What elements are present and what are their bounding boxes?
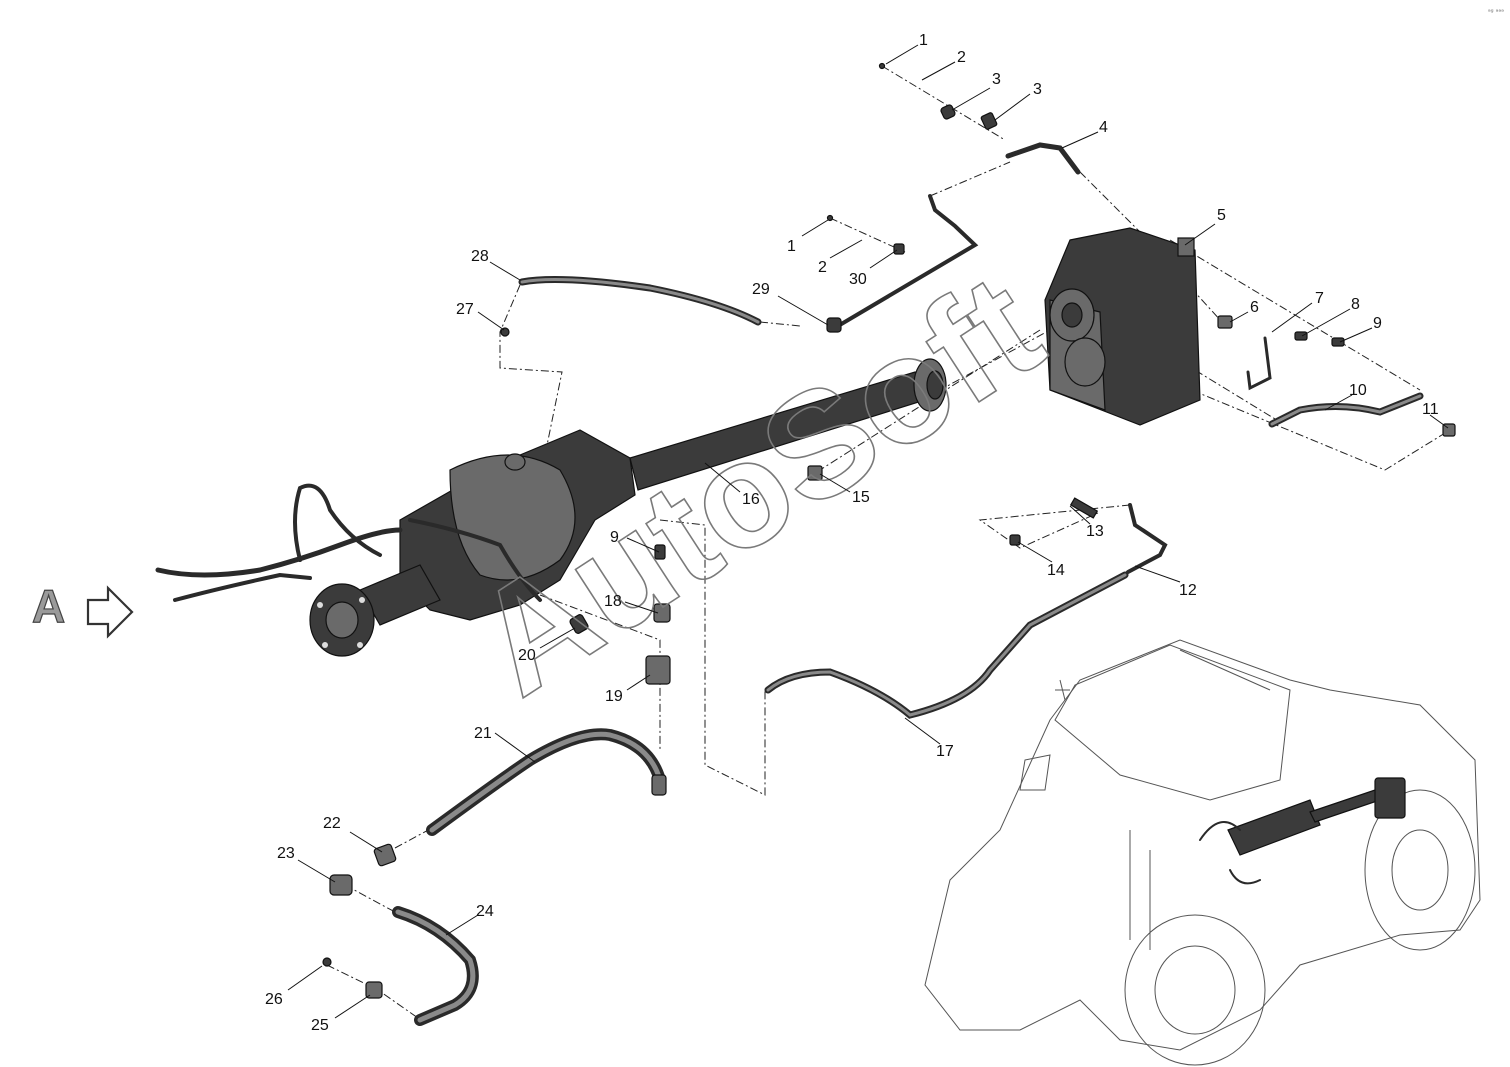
- callout-30: 30: [849, 271, 867, 288]
- hoses: [155, 142, 1424, 1026]
- view-a-marker: A: [31, 579, 134, 639]
- callout-14: 14: [1047, 562, 1065, 579]
- callout-26: 26: [265, 991, 283, 1008]
- tractor-location-inset: [924, 639, 1481, 1066]
- fittings: [322, 62, 1456, 999]
- callout-23: 23: [277, 845, 295, 862]
- transfer-gearbox: [1044, 227, 1201, 426]
- callout-10: 10: [1349, 382, 1367, 399]
- callout-1-top: 1: [919, 32, 928, 49]
- corner-mark: ᵃᵍ ᵃᵃᵃ: [1488, 8, 1504, 16]
- callout-19: 19: [605, 688, 623, 705]
- callout-2-top: 2: [957, 49, 966, 66]
- callout-8: 8: [1351, 296, 1360, 313]
- callout-labels: 1 2 3 3 4 5 6 7 8 9 10 11 12 13 14 15 16…: [265, 32, 1439, 1034]
- callout-3-left: 3: [992, 71, 1001, 88]
- callout-20: 20: [518, 647, 536, 664]
- callout-22: 22: [323, 815, 341, 832]
- view-a-label: A: [32, 580, 65, 632]
- callout-21: 21: [474, 725, 492, 742]
- drive-shaft: [629, 358, 947, 491]
- callout-7: 7: [1315, 290, 1324, 307]
- callout-3-right: 3: [1033, 81, 1042, 98]
- callout-9-right: 9: [1373, 315, 1382, 332]
- callout-2-mid: 2: [818, 259, 827, 276]
- callout-29: 29: [752, 281, 770, 298]
- callout-12: 12: [1179, 582, 1197, 599]
- front-drive-axle-assembly: [309, 429, 636, 657]
- callout-17: 17: [936, 743, 954, 760]
- view-arrow-icon: [86, 585, 134, 639]
- callout-6: 6: [1250, 299, 1259, 316]
- callout-27: 27: [456, 301, 474, 318]
- callout-24: 24: [476, 903, 494, 920]
- callout-9-left: 9: [610, 529, 619, 546]
- callout-4: 4: [1099, 119, 1108, 136]
- leader-lines: [287, 44, 1449, 1019]
- callout-1-mid: 1: [787, 238, 796, 255]
- callout-28: 28: [471, 248, 489, 265]
- callout-18: 18: [604, 593, 622, 610]
- callout-25: 25: [311, 1017, 329, 1034]
- callout-16: 16: [742, 491, 760, 508]
- callout-13: 13: [1086, 523, 1104, 540]
- callout-15: 15: [852, 489, 870, 506]
- callout-11: 11: [1422, 401, 1439, 418]
- callout-5: 5: [1217, 207, 1226, 224]
